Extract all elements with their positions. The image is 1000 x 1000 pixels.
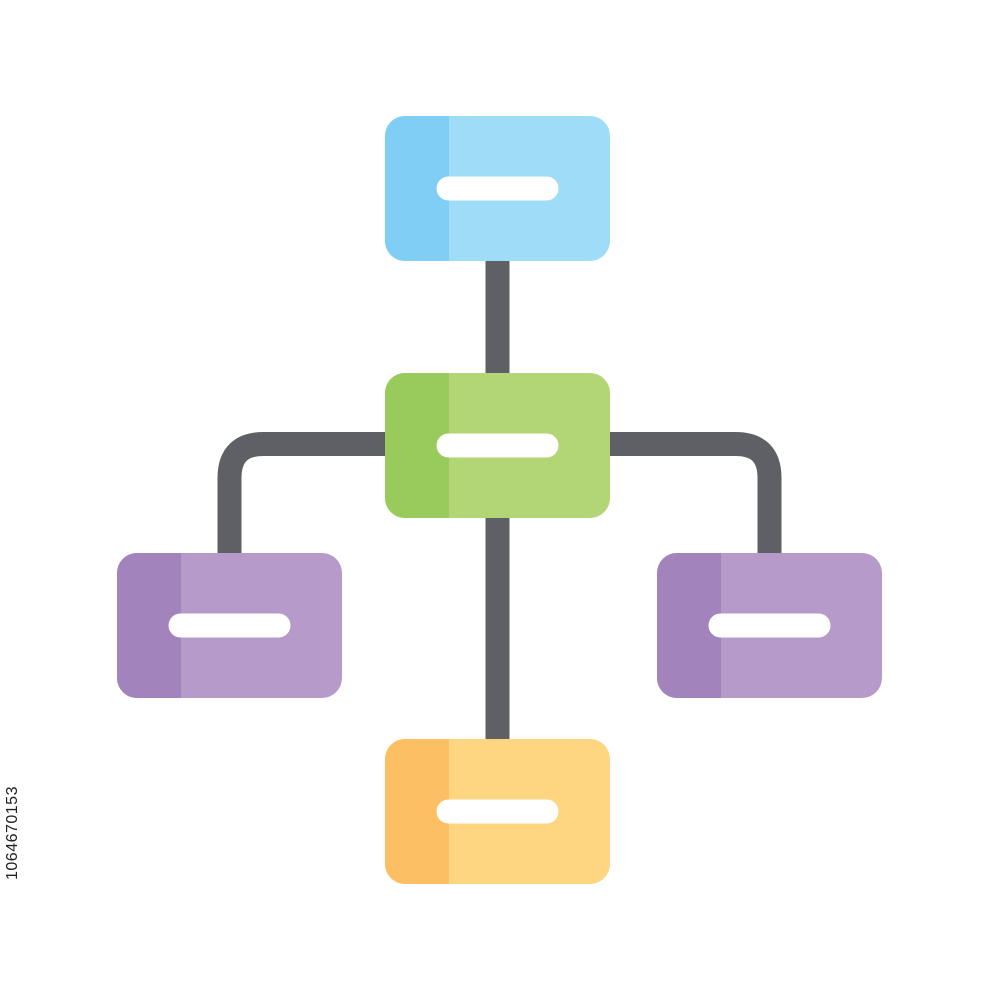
connector-middle-right xyxy=(606,432,782,557)
stock-id-watermark: 1064670153 xyxy=(4,786,21,880)
node-right-label-bar xyxy=(708,613,831,638)
node-top xyxy=(385,116,610,261)
node-left xyxy=(117,553,342,698)
node-middle xyxy=(385,373,610,518)
node-middle-label-bar xyxy=(436,433,559,458)
connector-middle-left xyxy=(217,432,389,557)
node-top-label-bar xyxy=(436,176,559,201)
node-bottom-label-bar xyxy=(436,799,559,824)
node-right xyxy=(657,553,882,698)
connectors xyxy=(217,257,782,743)
nodes xyxy=(117,116,882,884)
node-left-label-bar xyxy=(168,613,291,638)
node-bottom xyxy=(385,739,610,884)
